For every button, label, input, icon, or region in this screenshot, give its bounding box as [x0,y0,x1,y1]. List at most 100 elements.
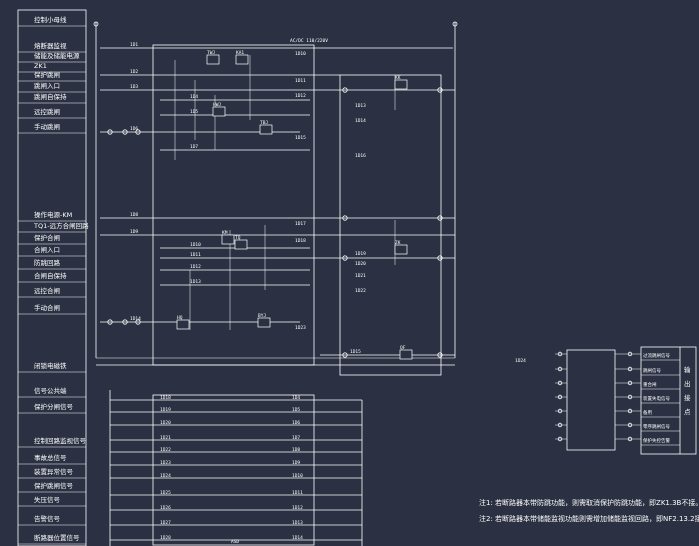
left-row-label: 保护跳闸信号 [34,481,74,490]
terminal [627,351,633,357]
wire-label: 1D12 [292,505,303,511]
left-row-label: 断路器位置信号 [34,533,80,542]
wire-label: 1D23 [295,325,306,331]
terminal [342,352,348,358]
output-label: 保护失控告警 [643,437,670,444]
relay-label: KM [222,230,228,236]
wire-label: 1D15 [350,349,361,355]
wire-label: 1D7 [292,435,300,441]
wire-label: 1D6 [130,126,138,132]
relay-coil [221,234,235,245]
wire-label: 1D20 [160,420,171,426]
relay-label: TBJ [260,120,268,126]
relay-coil [176,319,190,330]
wire-label: 1D19 [355,251,366,257]
wire-label: 1D1 [130,42,138,48]
wire-label: 1D10 [292,473,303,479]
wire-label: 1D14 [130,316,141,322]
wire-label: 1D21 [160,435,171,441]
left-row-label: TQ1-远方合闸回路 [33,221,89,230]
terminal [627,408,633,414]
wire-label: 1D14 [292,535,303,541]
wire-label: 1D26 [160,505,171,511]
left-row-label: 远控合闸 [34,286,60,295]
left-row-label: 远控跳闸 [34,107,60,116]
terminal [135,319,141,325]
wire-label: 1D8 [130,212,138,218]
terminal [122,129,128,135]
wire-label: 1D21 [355,273,366,279]
left-row-label: 装置异常信号 [34,467,74,476]
wire-label: 1D13 [190,279,201,285]
main-diagram: AC/DC 110/220V 1D11D101D21D111D31D121D41… [93,21,526,546]
terminal [135,129,141,135]
wire-label: 1D20 [355,261,366,267]
left-row-label: 手动跳闸 [34,122,60,131]
wire-label: 1D11 [292,490,303,496]
terminal [557,351,563,357]
terminal [437,87,443,93]
wire-label: 1D12 [190,264,201,270]
output-contacts-vertical-label: 输出接点 [684,365,691,416]
terminal [437,352,443,358]
wire-label: 1D9 [130,229,138,235]
output-label: 备用 [643,409,652,416]
left-row-label: 跳闸入口 [34,81,60,90]
relay-label: BYJ [258,313,266,319]
left-row-label: 告警信号 [34,514,61,523]
output-label: 过流跳闸信号 [643,352,670,359]
relay-label: QF [400,345,406,351]
relay-coil [234,239,248,250]
relay-label: ZK [395,240,401,246]
terminal [627,366,633,372]
left-row-label: 合闸入口 [34,245,60,254]
wire-label: 1D3 [130,84,138,90]
relay-coil [235,54,249,65]
left-row-label: 控制回路监视信号 [34,436,87,445]
wire-label: 1D10 [190,242,201,248]
terminal [342,215,348,221]
terminal [557,408,563,414]
relay-coil [394,79,408,90]
left-row-label: 失压信号 [34,495,61,504]
relay-coil [399,349,413,360]
relay-label: TQ [235,235,241,241]
output-label: 重合闸 [643,381,657,388]
wire-label: 1D18 [160,395,171,401]
note-2: 注2: 若断路器本带储能监视功能则需增加储能监视回路，即NF2.13.2接入。 [479,514,699,523]
terminal [342,255,348,261]
relay-label: TWJ [207,50,215,56]
wire-label: 1D2 [130,69,138,75]
left-row-label: 保护合闸 [34,233,60,242]
terminal [627,436,633,442]
wire-label: 1D5 [190,109,198,115]
terminal [627,380,633,386]
left-row-label: 闭锁电磁铁 [34,361,67,370]
wire-label: 1D22 [355,288,366,294]
terminal [627,422,633,428]
relay-coil [394,244,408,255]
left-panel: 控制小母线熔断器监视储能及储能电源ZK1保护跳闸跳闸入口跳闸自保持远控跳闸手动跳… [17,9,89,546]
terminal [122,319,128,325]
wire-label: 1D11 [190,252,201,258]
terminal [437,255,443,261]
terminal [107,319,113,325]
wire-label: 1D17 [295,221,306,227]
terminal [557,366,563,372]
wire-label: 1D4 [292,395,300,401]
wire-label: 1D5 [292,407,300,413]
relay-label: HQ [177,315,183,321]
left-row-label: 合闸自保持 [34,271,67,280]
left-row-label: 跳闸自保持 [34,92,67,101]
note-1: 注1: 若断路器本带防跳功能，则需取消保护防跳功能，即ZK1.3B不接。 [479,498,699,507]
wire-label: 1D19 [160,407,171,413]
output-label: 零序跳闸信号 [643,423,670,430]
terminal [557,436,563,442]
wire-label: 1D13 [292,520,303,526]
output-label: 跳闸信号 [643,367,661,374]
left-row-label: 保护分闸信号 [34,402,74,411]
left-row-label: 手动合闸 [34,303,60,312]
terminal [557,380,563,386]
relay-coil [259,124,273,135]
left-row-label: ZK1 [34,62,47,70]
